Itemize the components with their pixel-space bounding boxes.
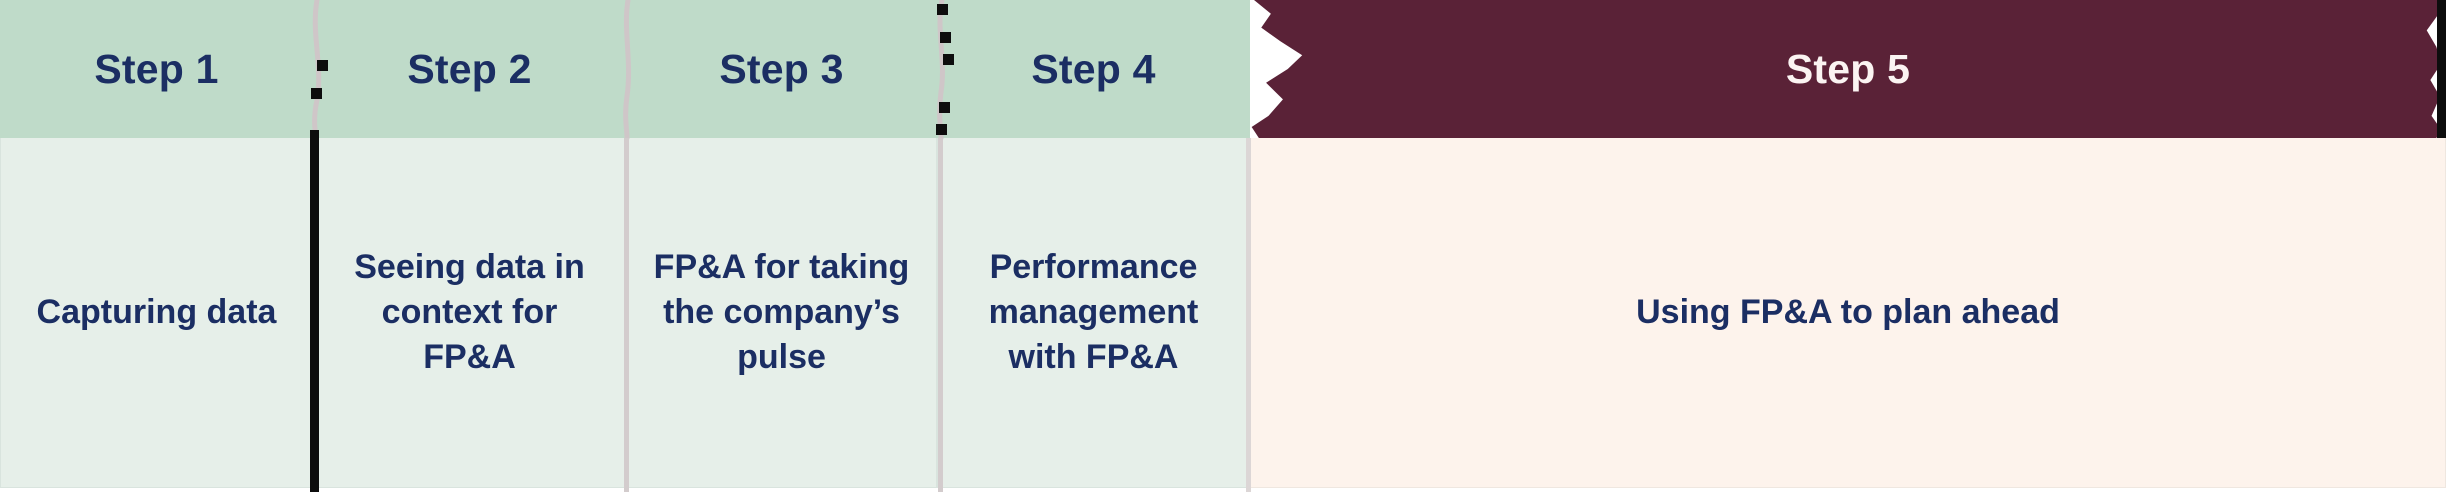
step-body-3[interactable]: FP&A for taking the company’s pulse bbox=[626, 138, 937, 488]
step-header-2-label: Step 2 bbox=[407, 45, 532, 92]
step-header-5[interactable]: Step 5 bbox=[1250, 0, 2446, 138]
step-header-5-label: Step 5 bbox=[1785, 45, 1911, 92]
step-body-1[interactable]: Capturing data bbox=[0, 138, 313, 488]
step-body-row: Capturing data Seeing data in context fo… bbox=[0, 138, 2446, 492]
step-header-3[interactable]: Step 3 bbox=[626, 0, 937, 138]
step-body-3-label: FP&A for taking the company’s pulse bbox=[653, 248, 910, 376]
step-body-2-label: Seeing data in context for FP&A bbox=[354, 248, 585, 376]
step-header-3-label: Step 3 bbox=[719, 45, 844, 92]
step-header-row: Step 1 Step 2 Step 3 Step 4 Step 5 bbox=[0, 0, 2446, 138]
step-body-4[interactable]: Performance management with FP&A bbox=[937, 138, 1250, 488]
step-header-1[interactable]: Step 1 bbox=[0, 0, 313, 138]
step-body-2[interactable]: Seeing data in context for FP&A bbox=[313, 138, 626, 488]
step-body-1-label: Capturing data bbox=[36, 293, 277, 332]
step-body-5-label: Using FP&A to plan ahead bbox=[1636, 293, 2060, 332]
step-header-1-label: Step 1 bbox=[94, 45, 219, 92]
right-edge-marker bbox=[2437, 0, 2446, 138]
step-header-2[interactable]: Step 2 bbox=[313, 0, 626, 138]
step-header-4-label: Step 4 bbox=[1031, 45, 1156, 92]
step-header-4[interactable]: Step 4 bbox=[937, 0, 1250, 138]
highlight-block-shape bbox=[1251, 0, 2446, 138]
step-body-4-label: Performance management with FP&A bbox=[988, 248, 1199, 376]
step-body-5[interactable]: Using FP&A to plan ahead bbox=[1250, 138, 2446, 488]
